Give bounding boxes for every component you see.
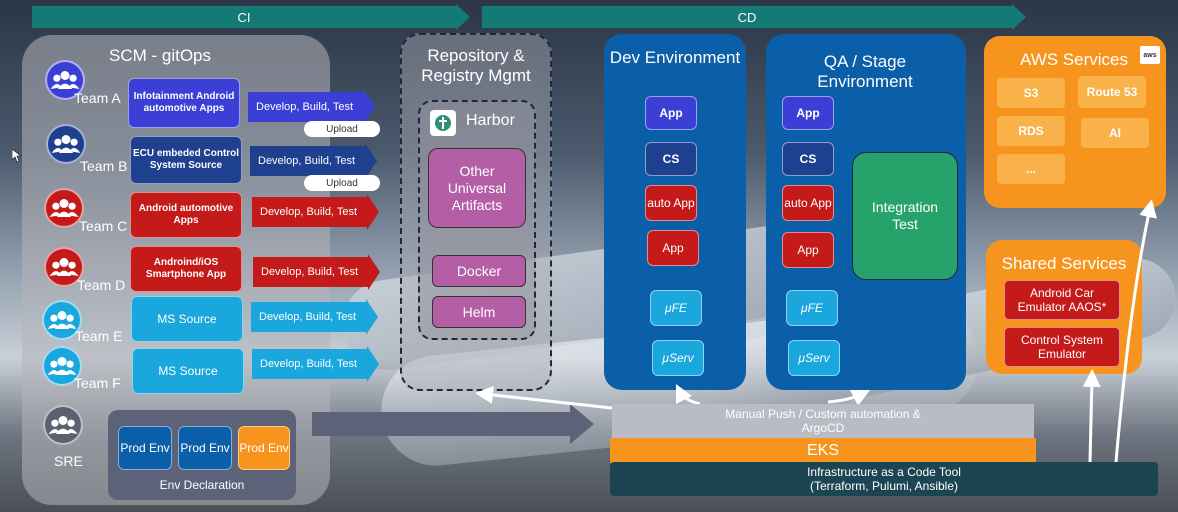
team-d-icon xyxy=(44,247,84,287)
team-a-app-box[interactable]: Infotainment Android automotive Apps xyxy=(128,78,240,128)
s3-service-box[interactable]: S3 xyxy=(997,78,1065,108)
docker-box[interactable]: Docker xyxy=(432,255,526,287)
android-car-emulator-box[interactable]: Android Car Emulator AAOS* xyxy=(1004,280,1120,320)
team-a-label: Team A xyxy=(74,90,121,106)
mouse-cursor-icon xyxy=(12,149,22,163)
team-c-pipeline-arrow: Develop, Build, Test xyxy=(252,194,379,230)
dev-auto-app-box[interactable]: auto App xyxy=(645,185,697,221)
harbor-icon xyxy=(430,110,456,136)
team-f-app-box[interactable]: MS Source xyxy=(132,348,244,394)
control-system-emulator-box[interactable]: Control System Emulator xyxy=(1004,327,1120,367)
team-b-pipeline-arrow: Develop, Build, Test xyxy=(250,143,377,179)
aws-logo-icon: aws xyxy=(1140,46,1160,64)
team-d-label: Team D xyxy=(77,277,126,293)
qa-userv-box[interactable]: μServ xyxy=(788,340,840,376)
upload-cloud-2: Upload xyxy=(304,175,380,191)
sre-label: SRE xyxy=(54,453,83,469)
push-arrow xyxy=(312,412,570,436)
rds-service-box[interactable]: RDS xyxy=(997,116,1065,146)
team-d-app-box[interactable]: Androind/iOS Smartphone App xyxy=(130,246,242,292)
iac-bar: Infrastructure as a Code Tool (Terraform… xyxy=(610,462,1158,496)
qa-auto-app-box[interactable]: auto App xyxy=(782,185,834,221)
shared-services-title: Shared Services xyxy=(1001,254,1127,273)
route53-service-box[interactable]: Route 53 xyxy=(1078,76,1146,108)
team-f-icon xyxy=(42,346,82,386)
team-c-icon xyxy=(44,188,84,228)
dev-app-box[interactable]: App xyxy=(645,96,697,130)
qa-app-box-2[interactable]: App xyxy=(782,232,834,268)
upload-cloud-1: Upload xyxy=(304,121,380,137)
team-d-pipeline-arrow: Develop, Build, Test xyxy=(253,254,380,290)
team-e-app-box[interactable]: MS Source xyxy=(131,296,243,342)
ai-service-box[interactable]: AI xyxy=(1081,118,1149,148)
prod-env-box-2[interactable]: Prod Env xyxy=(178,426,232,470)
team-a-pipeline-arrow: Develop, Build, Test xyxy=(248,89,375,125)
qa-ufe-box[interactable]: μFE xyxy=(786,290,838,326)
qa-environment-title: QA / Stage Environment xyxy=(817,52,913,91)
dev-ufe-box[interactable]: μFE xyxy=(650,290,702,326)
helm-box[interactable]: Helm xyxy=(432,296,526,328)
dev-userv-box[interactable]: μServ xyxy=(652,340,704,376)
team-a-icon xyxy=(45,60,85,100)
team-c-app-box[interactable]: Android automotive Apps xyxy=(130,192,242,238)
qa-app-box[interactable]: App xyxy=(782,96,834,130)
team-b-app-box[interactable]: ECU embeded Control System Source xyxy=(130,136,242,184)
other-artifacts-box[interactable]: Other Universal Artifacts xyxy=(428,148,526,228)
aws-services-title: AWS Services xyxy=(1019,50,1128,69)
cd-phase-arrow: CD xyxy=(482,4,1026,30)
team-f-label: Team F xyxy=(74,375,121,391)
repository-title: Repository & Registry Mgmt xyxy=(421,46,531,85)
more-services-box[interactable]: ... xyxy=(997,154,1065,184)
env-declaration-label: Env Declaration xyxy=(159,478,245,492)
eks-bar: EKS xyxy=(610,438,1036,463)
manual-push-bar: Manual Push / Custom automation & ArgoCD xyxy=(612,404,1034,438)
ci-phase-arrow: CI xyxy=(32,4,470,30)
sre-icon xyxy=(43,405,83,445)
dev-cs-box[interactable]: CS xyxy=(645,142,697,176)
team-e-icon xyxy=(42,300,82,340)
team-b-icon xyxy=(46,124,86,164)
team-c-label: Team C xyxy=(79,218,128,234)
push-arrow-head xyxy=(570,404,594,444)
team-f-pipeline-arrow: Develop, Build, Test xyxy=(252,346,379,382)
integration-test-box[interactable]: Integration Test xyxy=(852,152,958,280)
team-e-label: Team E xyxy=(75,328,123,344)
ci-label: CI xyxy=(237,9,251,25)
scm-title: SCM - gitOps xyxy=(108,46,212,65)
dev-environment-title: Dev Environment xyxy=(609,48,741,67)
dev-app-box-2[interactable]: App xyxy=(647,230,699,266)
team-e-pipeline-arrow: Develop, Build, Test xyxy=(251,299,378,335)
qa-cs-box[interactable]: CS xyxy=(782,142,834,176)
prod-env-box-3[interactable]: Prod Env xyxy=(238,426,290,470)
team-b-label: Team B xyxy=(80,158,128,174)
cd-label: CD xyxy=(737,9,757,25)
prod-env-box-1[interactable]: Prod Env xyxy=(118,426,172,470)
harbor-label: Harbor xyxy=(466,112,515,129)
